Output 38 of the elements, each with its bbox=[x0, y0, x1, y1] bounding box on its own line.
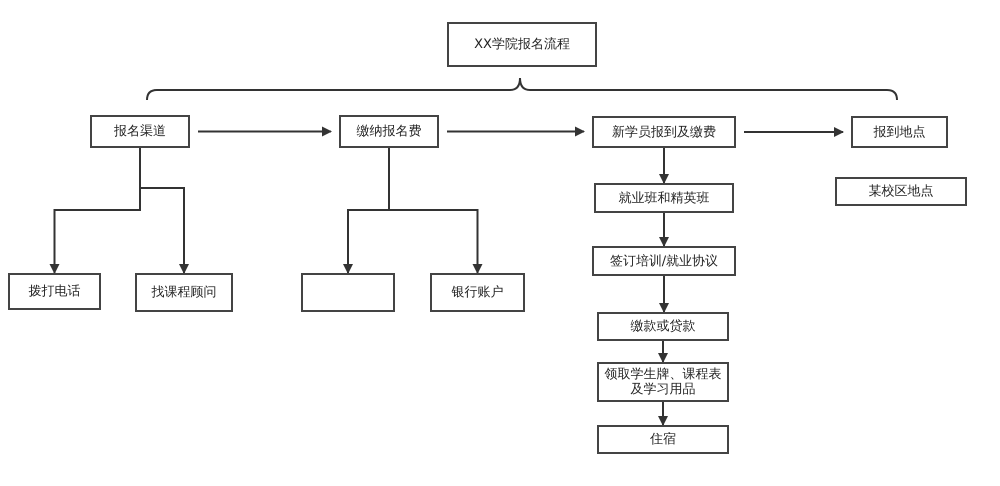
arrow bbox=[659, 276, 669, 313]
process-box bbox=[597, 312, 729, 341]
process-box bbox=[597, 425, 729, 454]
box-label: 找课程顾问 bbox=[152, 285, 216, 300]
arrow bbox=[139, 148, 189, 274]
box-label: 领取学生牌、课程表及学习用品 bbox=[604, 367, 722, 397]
box-label: 拨打电话 bbox=[28, 284, 80, 299]
arrow bbox=[744, 127, 844, 137]
empty-box bbox=[301, 273, 395, 312]
process-box bbox=[594, 183, 734, 213]
box-label: 某校区地点 bbox=[868, 184, 934, 199]
arrow bbox=[658, 402, 668, 426]
process-box bbox=[8, 273, 101, 310]
box-label: 就业班和精英班 bbox=[618, 190, 710, 206]
process-box bbox=[592, 116, 736, 148]
box-label: 缴款或贷款 bbox=[630, 319, 696, 334]
arrow bbox=[447, 126, 585, 136]
box-label: 缴纳报名费 bbox=[356, 124, 422, 139]
box-label: 住宿 bbox=[650, 432, 676, 447]
process-box bbox=[835, 177, 967, 206]
box-label: 报到地点 bbox=[874, 124, 926, 140]
box-label: XX学院报名流程 bbox=[474, 37, 570, 52]
title-box bbox=[447, 22, 597, 67]
process-box bbox=[597, 362, 729, 402]
process-box bbox=[592, 246, 736, 276]
process-box bbox=[90, 115, 190, 148]
arrow bbox=[659, 213, 669, 247]
box-label: 银行账户 bbox=[452, 285, 504, 300]
box-label: 报名渠道 bbox=[114, 124, 166, 139]
arrow bbox=[658, 341, 668, 363]
process-box bbox=[135, 273, 233, 312]
process-box bbox=[430, 273, 525, 312]
process-box bbox=[339, 115, 439, 148]
arrow bbox=[198, 126, 332, 136]
box-label: 签订培训/就业协议 bbox=[610, 254, 718, 268]
process-box bbox=[851, 116, 948, 148]
box-label: 新学员报到及缴费 bbox=[612, 124, 716, 140]
arrow bbox=[659, 148, 669, 184]
